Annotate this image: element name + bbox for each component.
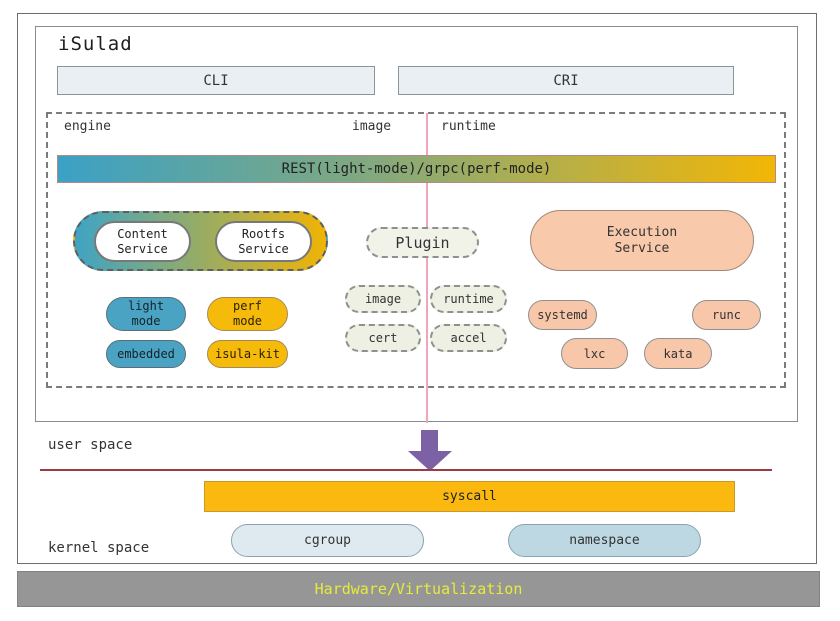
- embedded-pill: embedded: [106, 340, 186, 368]
- perf-mode-pill: perf mode: [207, 297, 288, 331]
- hardware-virtualization-bar: Hardware/Virtualization: [17, 571, 820, 607]
- rootfs-service-pill: Rootfs Service: [215, 221, 312, 262]
- section-label-runtime: runtime: [441, 119, 496, 134]
- syscall-bar: syscall: [204, 481, 735, 512]
- cli-box: CLI: [57, 66, 375, 95]
- execution-service-pill: Execution Service: [530, 210, 754, 271]
- systemd-pill: systemd: [528, 300, 597, 330]
- cert-module-pill: cert: [345, 324, 421, 352]
- user-kernel-divider-line: [40, 469, 772, 471]
- kata-pill: kata: [644, 338, 712, 369]
- cri-box: CRI: [398, 66, 734, 95]
- cgroup-pill: cgroup: [231, 524, 424, 557]
- runtime-module-pill: runtime: [430, 285, 507, 313]
- page-title: iSulad: [58, 33, 133, 55]
- plugin-pill: Plugin: [366, 227, 479, 258]
- image-runtime-divider-line: [426, 113, 428, 423]
- namespace-pill: namespace: [508, 524, 701, 557]
- isula-kit-pill: isula-kit: [207, 340, 288, 368]
- lxc-pill: lxc: [561, 338, 628, 369]
- light-mode-pill: light mode: [106, 297, 186, 331]
- content-service-pill: Content Service: [94, 221, 191, 262]
- user-space-label: user space: [48, 437, 133, 453]
- section-label-engine: engine: [64, 119, 111, 134]
- accel-module-pill: accel: [430, 324, 507, 352]
- rest-grpc-bar: REST(light-mode)/grpc(perf-mode): [57, 155, 776, 183]
- section-label-image: image: [352, 119, 392, 134]
- modules-dashed-frame: [46, 112, 786, 388]
- runc-pill: runc: [692, 300, 761, 330]
- image-module-pill: image: [345, 285, 421, 313]
- down-arrow-icon: [408, 430, 452, 471]
- kernel-space-label: kernel space: [48, 540, 150, 556]
